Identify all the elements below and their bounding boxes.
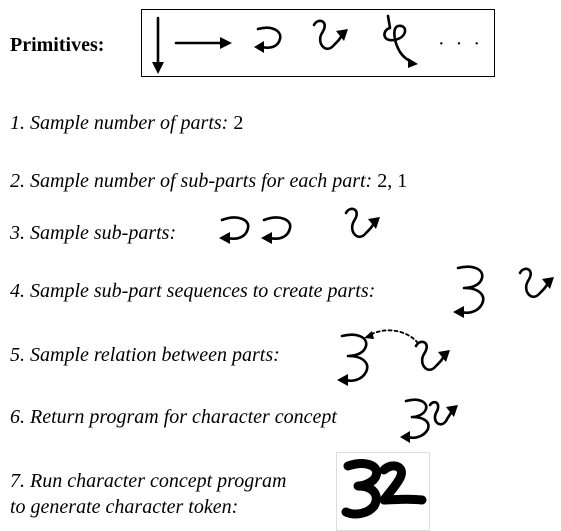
- step-3-text: 3. Sample sub-parts:: [10, 222, 177, 244]
- relation-s-curve-icon: [414, 340, 450, 372]
- primitive-right-stroke-icon: [174, 37, 232, 49]
- step-5-text: 5. Sample relation between parts:: [10, 344, 280, 366]
- step-4-text: 4. Sample sub-part sequences to create p…: [10, 280, 376, 302]
- step-6-text: 6. Return program for character concept: [10, 406, 337, 428]
- step-2: 2. Sample number of sub-parts for each p…: [10, 170, 407, 193]
- step-7-text-line1: 7. Run character concept program: [10, 470, 287, 492]
- primitive-hook-stroke-icon: [254, 26, 282, 53]
- step-2-value: 2, 1: [377, 170, 408, 192]
- subpart-hook-icon-2: [261, 216, 292, 244]
- character-token-icon: [341, 459, 427, 519]
- primitives-label: Primitives:: [10, 34, 105, 56]
- primitive-s-curve-stroke-icon: [312, 19, 348, 51]
- part-three-shape-icon: [453, 265, 485, 318]
- step-1-value: 2: [233, 112, 244, 134]
- subpart-s-curve-icon: [344, 207, 380, 239]
- primitives-box: [141, 9, 495, 77]
- relation-three-shape-icon: [337, 333, 369, 386]
- primitive-down-stroke-icon: [152, 16, 164, 74]
- primitive-loop-stroke-icon: [383, 14, 418, 68]
- subpart-hook-icon: [219, 216, 250, 244]
- step-1: 1. Sample number of parts: 2: [10, 112, 243, 135]
- relation-dashed-arrow-icon: [364, 329, 419, 344]
- step-1-text: 1. Sample number of parts:: [10, 112, 229, 134]
- primitives-ellipsis: · · ·: [438, 33, 483, 55]
- step-7-text-line2: to generate character token:: [10, 496, 239, 518]
- step-2-text: 2. Sample number of sub-parts for each p…: [10, 170, 373, 192]
- concept-character-icon: [400, 398, 458, 443]
- part-s-curve-icon: [518, 267, 554, 299]
